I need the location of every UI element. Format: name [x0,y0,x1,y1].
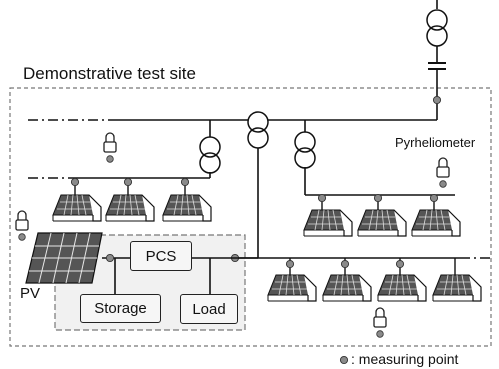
measuring-point-icon [70,177,80,187]
pv-label: PV [20,285,41,302]
site-title: Demonstrative test site [23,64,196,83]
pv-array-icon [25,232,103,284]
measuring-point-icon [429,193,439,203]
sensor-icon [15,210,29,241]
house-with-solar-panel-icon [162,194,212,222]
pcs-box: PCS [130,241,192,271]
incoming-transformer-icon [426,9,448,47]
measuring-point-icon [340,259,350,269]
house-with-solar-panel-icon [267,274,317,302]
transformer-icon [247,111,269,149]
load-label: Load [192,300,226,318]
load-box: Load [180,294,238,324]
measuring-point-icon [373,193,383,203]
legend-measuring-point-icon [339,355,349,365]
measuring-point-icon [180,177,190,187]
house-with-solar-panel-icon [322,274,372,302]
storage-label: Storage [94,300,147,317]
measuring-point-icon [285,259,295,269]
measuring-point-icon [123,177,133,187]
pyrheliometer-label: Pyrheliometer [395,135,476,150]
house-with-solar-panel-icon [105,194,155,222]
house-with-solar-panel-icon [377,274,427,302]
pcs-label: PCS [145,247,177,265]
house-with-solar-panel-icon [303,209,353,237]
storage-box: Storage [80,294,161,323]
transformer-icon [294,131,316,169]
measuring-point-icon [317,193,327,203]
switch-icon [428,62,446,70]
transformer-icon [199,136,221,174]
measuring-point-icon [105,253,115,263]
test-site-boundary [9,87,492,347]
house-with-solar-panel-icon [52,194,102,222]
measuring-point-icon [395,259,405,269]
house-with-solar-panel-icon [432,274,482,302]
legend-measuring-point: : measuring point [351,351,459,367]
sensor-icon [373,307,387,338]
house-with-solar-panel-icon [357,209,407,237]
house-with-solar-panel-icon [411,209,461,237]
sensor-icon [436,157,450,188]
measuring-point-icon [432,95,442,105]
sensor-icon [103,132,117,163]
